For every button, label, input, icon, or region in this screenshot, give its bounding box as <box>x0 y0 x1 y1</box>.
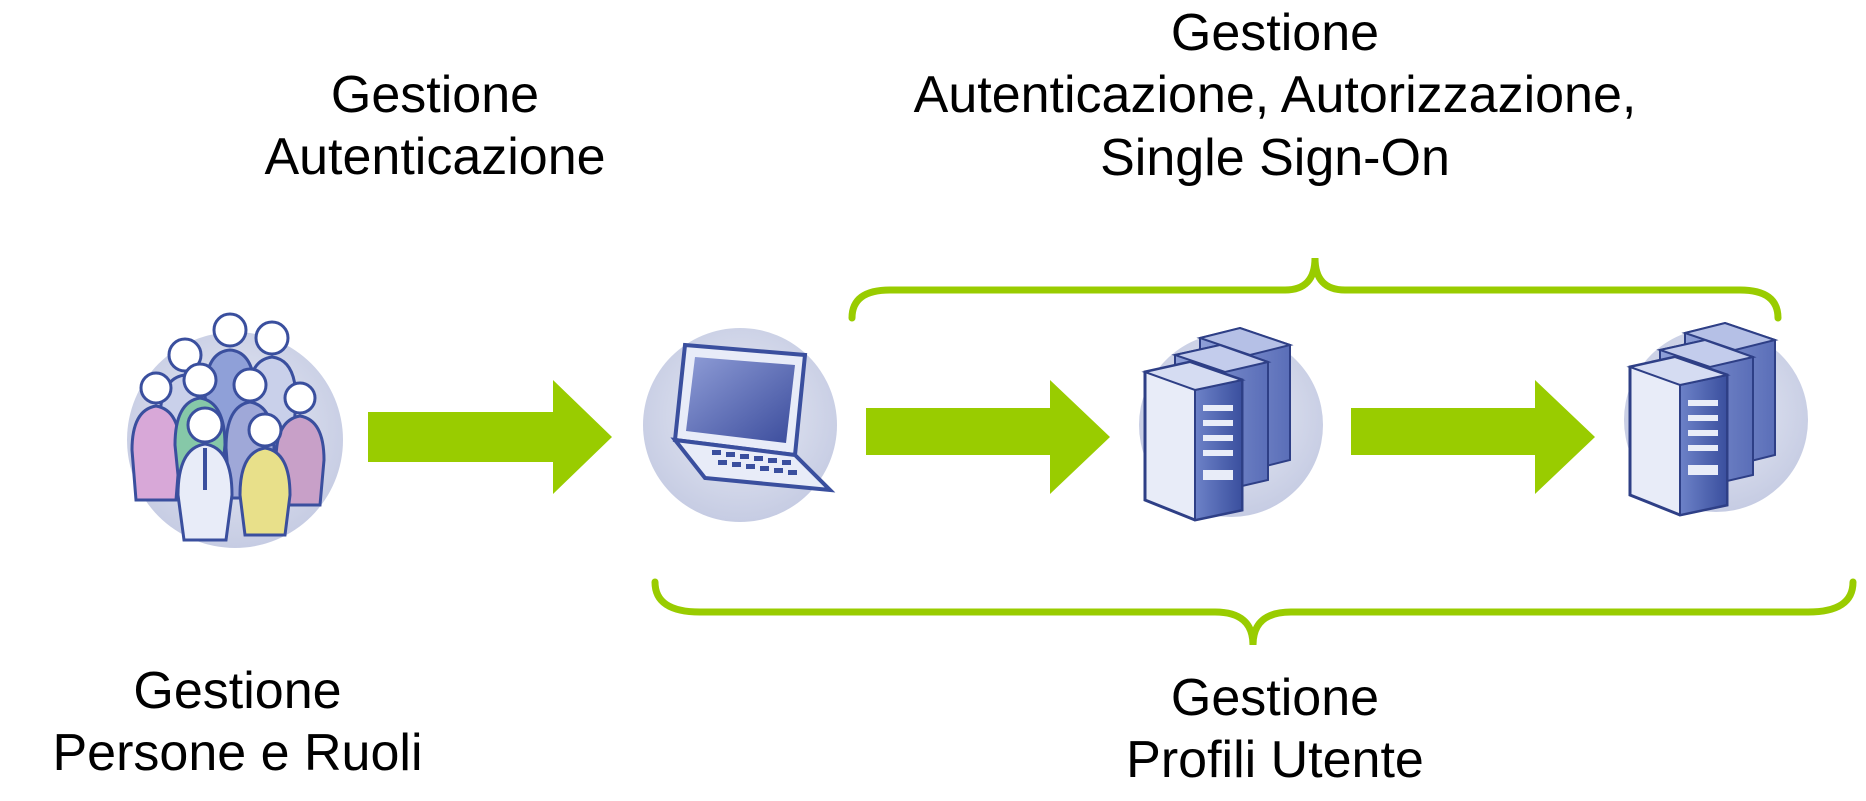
label-line: Profili Utente <box>1126 731 1424 790</box>
flow-arrow-1 <box>368 380 612 494</box>
flow-arrow-2 <box>866 380 1110 494</box>
label-line: Autenticazione <box>264 128 606 187</box>
label-line: Gestione <box>1170 669 1380 727</box>
laptop-icon <box>643 328 837 522</box>
label-line: Single Sign-On <box>1100 128 1450 187</box>
bottom-brace <box>651 578 1857 646</box>
label-line: Gestione <box>133 662 342 720</box>
label-line: Gestione <box>1170 4 1380 62</box>
label-gestione-sso: Gestione Autenticazione, Autorizzazione,… <box>810 2 1740 189</box>
server-icon <box>1624 321 1808 517</box>
label-gestione-persone-ruoli: Gestione Persone e Ruoli <box>0 660 475 785</box>
top-brace <box>848 257 1782 322</box>
label-line: Persone e Ruoli <box>52 724 423 783</box>
label-gestione-autenticazione: Gestione Autenticazione <box>205 64 665 189</box>
label-line: Gestione <box>330 66 540 124</box>
server-icon <box>1139 326 1323 522</box>
label-line: Autenticazione, Autorizzazione, <box>913 66 1637 125</box>
people-group-icon <box>127 312 343 548</box>
flow-arrow-3 <box>1351 380 1595 494</box>
label-gestione-profili-utente: Gestione Profili Utente <box>1050 667 1500 792</box>
